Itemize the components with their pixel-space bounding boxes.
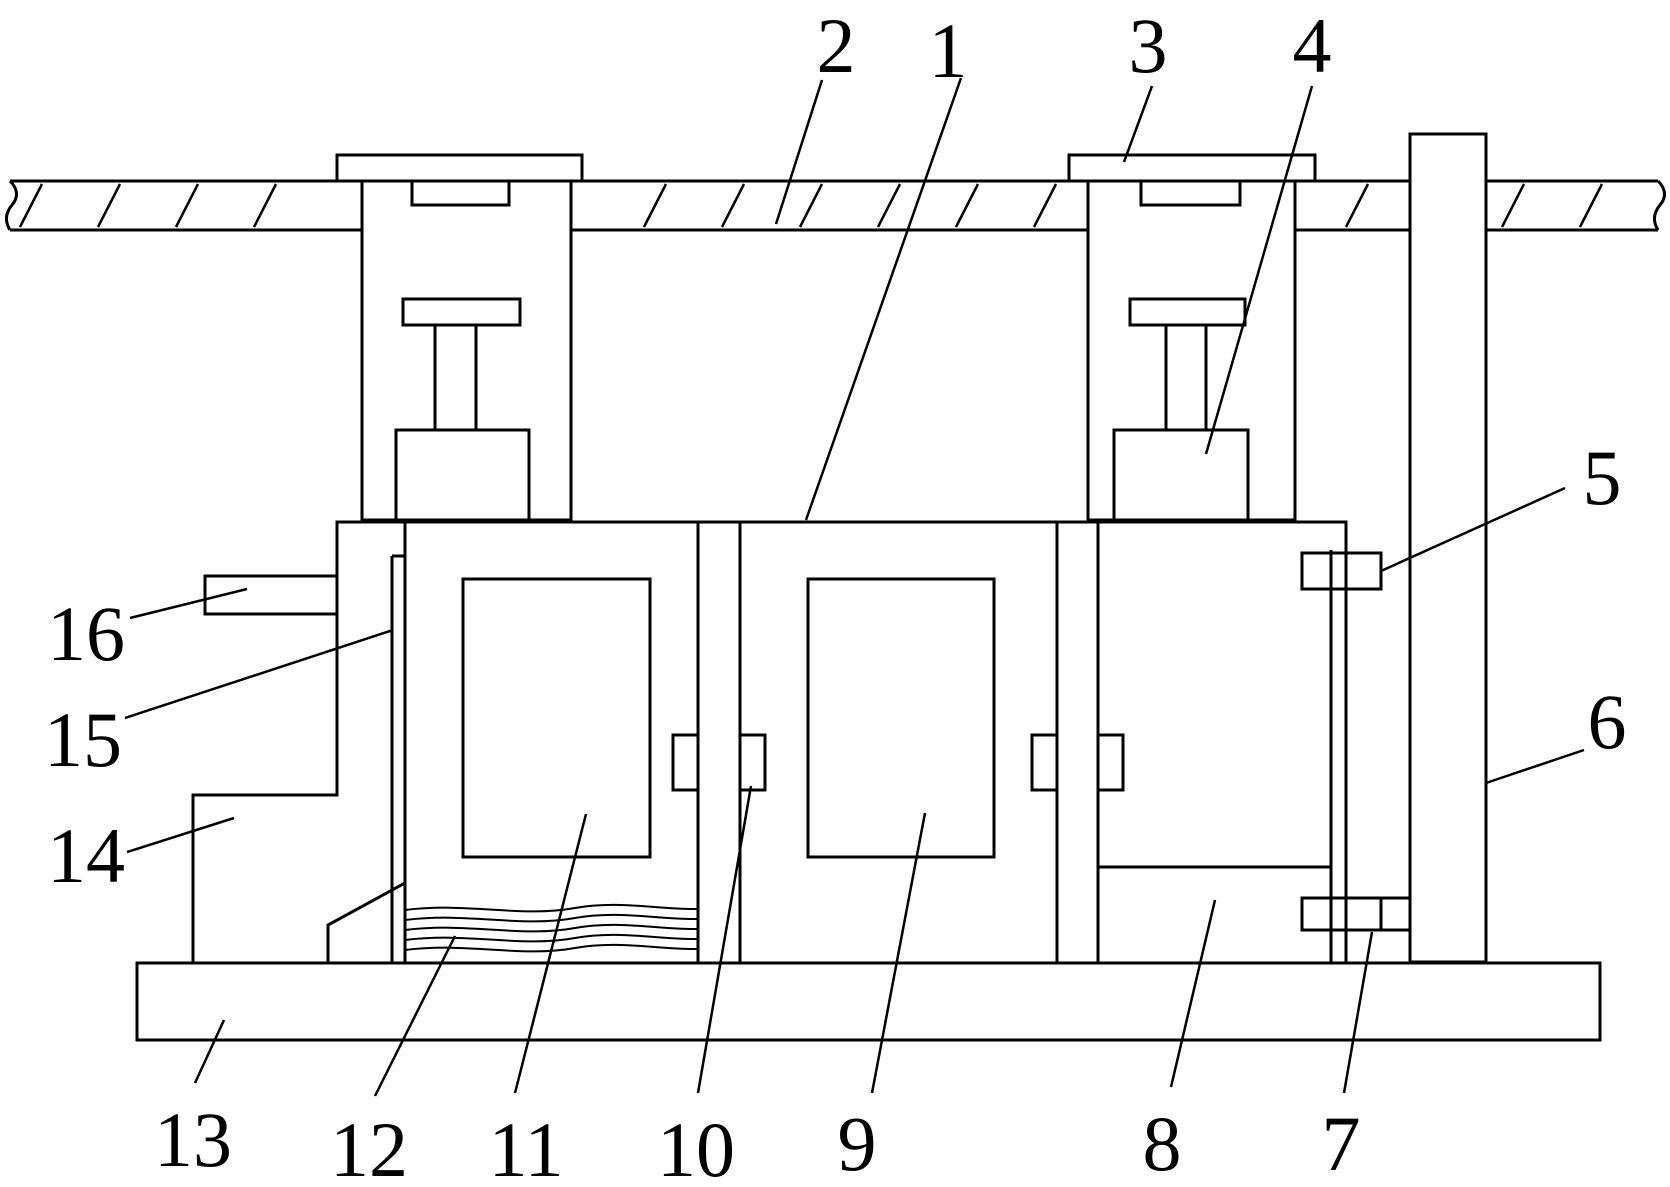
leader-14 — [126, 816, 235, 854]
hatch-mark — [642, 183, 668, 228]
label-8: 8 — [1143, 1100, 1182, 1187]
leader-16 — [129, 587, 248, 620]
leader-9 — [870, 812, 927, 1094]
leader-8 — [1169, 899, 1217, 1088]
ceiling-hatching — [18, 183, 1604, 228]
base-plate — [135, 961, 1602, 1042]
label-9: 9 — [838, 1100, 877, 1187]
label-14: 14 — [47, 812, 125, 899]
leader-4 — [1204, 85, 1314, 455]
leader-lines — [124, 77, 1585, 1097]
leader-11 — [513, 813, 588, 1094]
leader-7 — [1342, 931, 1374, 1094]
leader-6 — [1485, 748, 1585, 785]
hatch-mark — [1032, 183, 1058, 228]
ceiling-plate — [5, 179, 1666, 232]
door-panel — [390, 554, 407, 963]
label-11: 11 — [488, 1106, 563, 1187]
callout-labels: 1 2 3 4 5 6 7 8 9 10 11 12 13 14 15 16 — [44, 2, 1627, 1187]
right-mount-bracket — [1067, 153, 1317, 522]
leader-12 — [373, 935, 457, 1097]
label-16: 16 — [47, 590, 125, 677]
hatch-mark — [798, 183, 824, 228]
leader-2 — [774, 79, 824, 225]
vertical-guide-post — [1408, 132, 1488, 964]
main-frame — [335, 520, 1348, 963]
middle-window — [806, 577, 996, 859]
side-block — [191, 520, 407, 963]
label-4: 4 — [1293, 2, 1332, 89]
label-15: 15 — [44, 696, 122, 783]
hatch-mark — [1500, 183, 1526, 228]
label-6: 6 — [1588, 678, 1627, 765]
label-10: 10 — [657, 1106, 735, 1187]
hatch-mark — [954, 183, 980, 228]
label-5: 5 — [1583, 434, 1622, 521]
leader-5 — [1380, 486, 1566, 573]
leader-1 — [804, 77, 963, 521]
label-1: 1 — [929, 7, 968, 94]
hatch-mark — [18, 183, 44, 228]
label-2: 2 — [817, 2, 856, 89]
left-hinge-pair — [671, 733, 767, 792]
leader-15 — [124, 628, 394, 720]
left-window — [461, 577, 652, 859]
label-12: 12 — [330, 1106, 408, 1187]
leader-10 — [696, 785, 753, 1094]
left-mount-bracket — [335, 153, 584, 522]
hatch-mark — [252, 183, 278, 228]
hatch-mark — [174, 183, 200, 228]
label-7: 7 — [1322, 1100, 1361, 1187]
upper-slider — [1300, 551, 1383, 591]
wavy-layers — [404, 903, 699, 953]
leader-3 — [1122, 85, 1154, 163]
hatch-mark — [720, 183, 746, 228]
label-13: 13 — [154, 1096, 232, 1183]
label-3: 3 — [1129, 2, 1168, 89]
hatch-mark — [1344, 183, 1370, 228]
leader-13 — [193, 1019, 226, 1084]
right-hinge-pair — [1030, 733, 1125, 792]
left-lifting-jack — [394, 297, 531, 522]
hatch-mark — [876, 183, 902, 228]
hatch-mark — [1578, 183, 1604, 228]
right-lifting-jack — [1112, 297, 1250, 522]
lower-slider — [1300, 896, 1412, 932]
hatch-mark — [96, 183, 122, 228]
